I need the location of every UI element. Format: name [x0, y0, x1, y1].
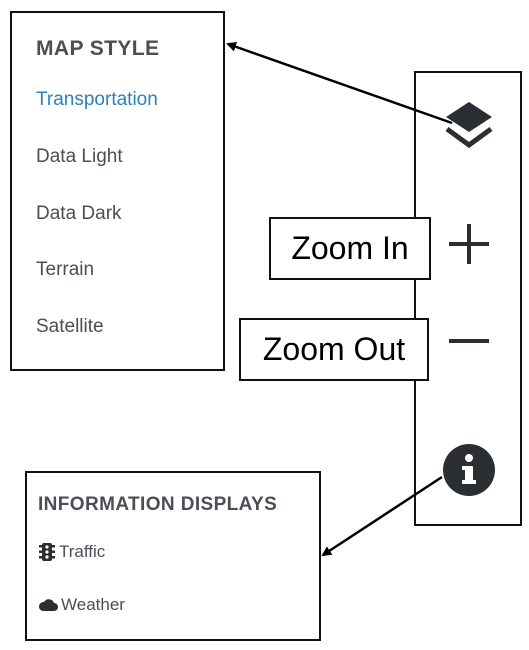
- info-option-traffic[interactable]: Traffic: [38, 542, 105, 562]
- info-option-traffic-label: Traffic: [59, 542, 106, 561]
- minus-icon: [449, 339, 489, 343]
- map-controls: [414, 71, 522, 526]
- info-icon: [443, 444, 495, 496]
- zoom-out-button[interactable]: [446, 333, 492, 351]
- style-option-terrain[interactable]: Terrain: [36, 259, 95, 280]
- zoom-in-callout: Zoom In: [269, 217, 431, 280]
- info-button[interactable]: [441, 442, 497, 503]
- map-style-title: MAP STYLE: [36, 37, 160, 60]
- info-option-weather-label: Weather: [61, 595, 125, 614]
- information-displays-panel: INFORMATION DISPLAYS Traffic Weather: [25, 471, 321, 641]
- cloud-icon: [38, 599, 58, 611]
- style-option-transportation[interactable]: Transportation: [36, 89, 158, 110]
- layers-icon[interactable]: [442, 99, 496, 160]
- traffic-light-icon: [39, 543, 55, 561]
- style-option-satellite[interactable]: Satellite: [36, 316, 104, 337]
- zoom-in-button[interactable]: [446, 221, 492, 272]
- info-option-weather[interactable]: Weather: [38, 595, 125, 615]
- information-displays-title: INFORMATION DISPLAYS: [38, 494, 278, 515]
- zoom-out-callout: Zoom Out: [239, 318, 429, 381]
- map-style-panel: MAP STYLE Transportation Data Light Data…: [10, 11, 225, 371]
- style-option-data-light[interactable]: Data Light: [36, 146, 123, 167]
- plus-icon: [449, 224, 489, 264]
- style-option-data-dark[interactable]: Data Dark: [36, 203, 122, 224]
